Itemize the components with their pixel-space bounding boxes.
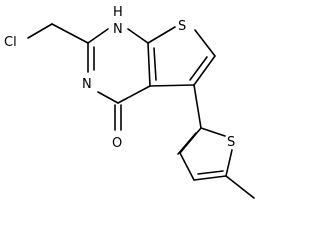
atom-label-n: N (82, 77, 92, 92)
bond-c7a-s1 (147, 26, 176, 44)
chemical-structure-diagram: Cl H N N O S S (4, 5, 255, 199)
bond-ch2-c2 (51, 23, 89, 44)
bond-c3p-c4p (179, 152, 195, 181)
bond-s1-c6 (194, 29, 216, 57)
bond-s2-c2p (200, 127, 226, 137)
atom-labels: Cl H N N O S S (4, 5, 235, 151)
atom-label-h: H (113, 5, 123, 20)
bond-c6-c5 (193, 55, 216, 86)
bond-cl-ch2 (27, 23, 53, 39)
bond-n1-c7a (127, 28, 149, 44)
bond-c2-n1 (87, 28, 109, 44)
bond-c5p-s2 (225, 149, 233, 177)
bond-c5-c4a (149, 84, 195, 87)
bond-c4p-c5p-double (197, 170, 224, 175)
bond-n3-c4 (97, 91, 119, 104)
atom-label-o: O (112, 136, 122, 151)
bond-lines (27, 23, 255, 199)
bond-c4-c4a (117, 85, 151, 104)
atom-label-cl: Cl (4, 35, 17, 50)
bond-c4p-c5p (193, 175, 227, 181)
atom-label-s-fused: S (178, 19, 186, 34)
bond-c6-c5-double (189, 56, 208, 81)
bond-c4a-c7a (147, 42, 151, 87)
bond-c2p-c3p-double (177, 132, 197, 155)
atom-label-s-methyl: S (227, 135, 235, 150)
bond-c5-c2p (193, 84, 202, 129)
atom-label-nh: N (113, 22, 123, 37)
bond-c4a-c7a-double (153, 47, 157, 81)
bond-c5p-methyl (225, 175, 255, 199)
